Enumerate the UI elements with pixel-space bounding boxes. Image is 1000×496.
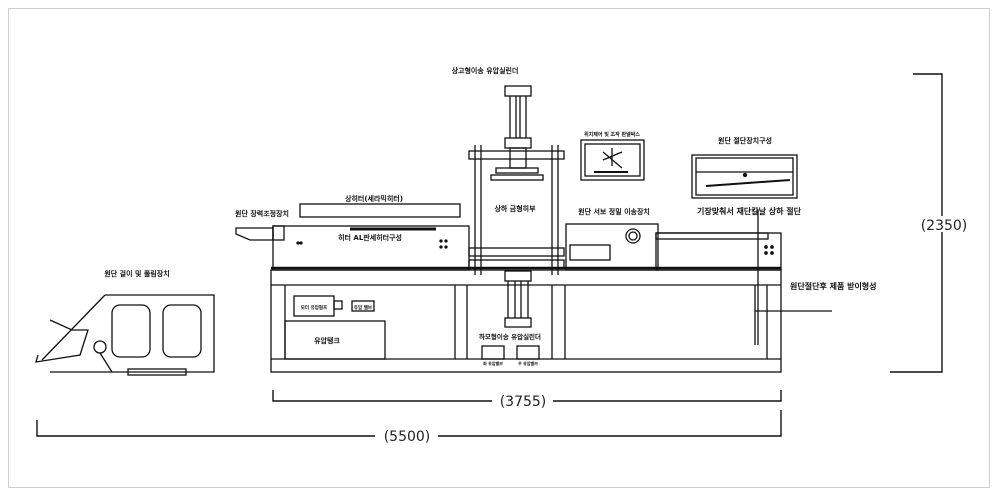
label-fabric-guide: 원단 장력조정장치 — [235, 209, 289, 218]
label-hydraulic-tank: 유압탱크 — [314, 336, 340, 345]
label-hydraulic-motor: 모터 유압펌프 — [301, 304, 327, 311]
label-hydraulic-valve: 유압 밸브 — [354, 304, 372, 311]
label-upper-heater: 상히터(세라믹히터) — [345, 194, 403, 203]
label-heater-al: 히터 AL판세히터구성 — [338, 233, 402, 242]
lower-valve-right — [516, 345, 540, 360]
label-unwinder: 원단 걸이 및 풀림장치 — [104, 269, 169, 278]
label-press-unit: 상하 금형히부 — [494, 204, 536, 213]
dimension-machine-width — [272, 390, 782, 402]
label-servo-feed: 원단 서보 정밀 이송장치 — [578, 207, 650, 216]
label-product-stack: 원단절단후 제품 받이형성 — [790, 281, 877, 291]
hydraulic-motor — [293, 295, 343, 317]
label-lower-valve-left: 좌 유압밸브 — [483, 360, 503, 366]
hydraulic-tank — [284, 320, 386, 360]
label-blade-note: 기장맞춰서 재단칼날 상하 절단 — [697, 206, 802, 216]
label-lower-valve-right: 우 유압밸브 — [518, 360, 538, 366]
dimension-machine-width-text: (3755) — [500, 394, 547, 410]
upper-hydraulic-cylinder — [504, 85, 532, 169]
unwinder-assembly — [35, 294, 215, 376]
lower-hydraulic-cylinder — [504, 270, 532, 328]
label-upper-hydraulic-cylinder: 상고형이송 유압실린더 — [452, 66, 519, 75]
control-panel-box — [580, 139, 645, 181]
dimension-height-text: (2350) — [921, 218, 968, 234]
lower-valve-left — [481, 345, 505, 360]
dimension-overall-width-text: (5500) — [384, 429, 431, 445]
label-control-panel: 위치제어 및 조작 판넬박스 — [584, 131, 640, 138]
dimension-overall-width — [36, 410, 782, 437]
servo-feed-unit — [565, 223, 782, 271]
product-stack-pointer — [755, 210, 832, 345]
label-cutting-blade-assembly: 원단 절단장치구성 — [718, 136, 772, 145]
main-base-frame — [270, 266, 782, 373]
hydraulic-valve — [351, 300, 375, 312]
label-lower-hydraulic-cylinder: 하모형이송 유압실린더 — [479, 332, 541, 341]
cutting-blade-assembly — [691, 154, 798, 199]
press-unit — [468, 145, 565, 275]
